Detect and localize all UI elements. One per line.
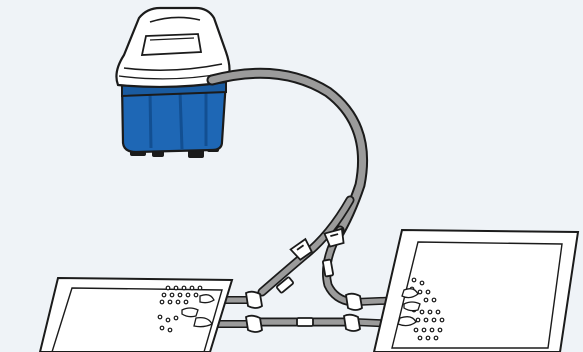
tube-connector-icon [245,227,363,333]
unit-tank-icon [120,78,228,154]
cooling-pad-right-icon [372,228,580,352]
cooling-unit-icon [115,6,231,158]
cooling-pad-left-icon [38,276,234,352]
tubing-icon [206,67,408,328]
unit-display-icon [140,33,203,56]
pad-channels-icon [157,285,203,333]
pad-channels-icon [409,277,445,341]
